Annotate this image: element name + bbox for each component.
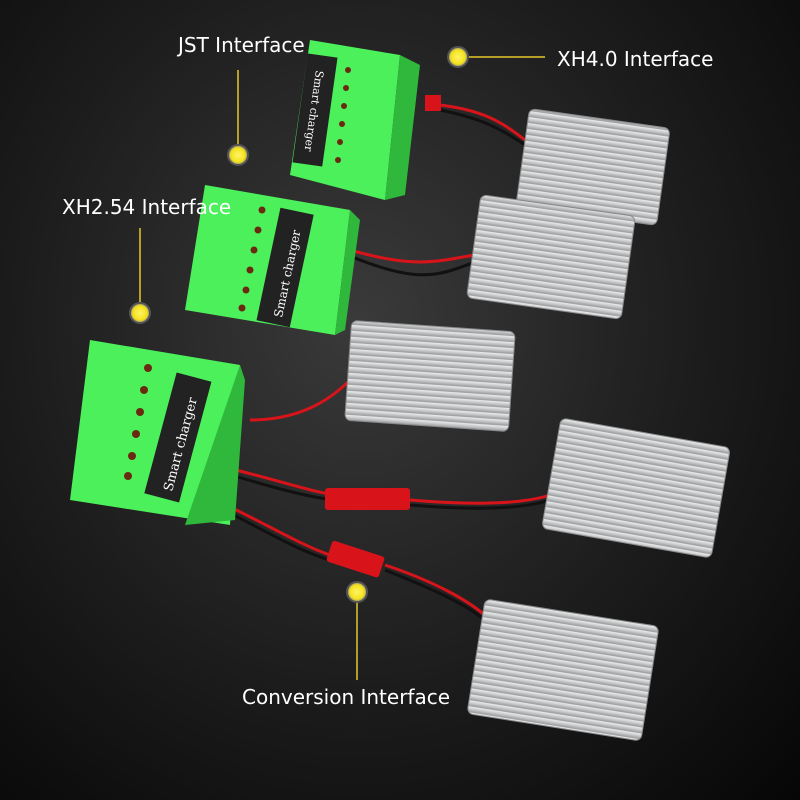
jst-connector-2 xyxy=(326,540,385,578)
xh40-interface-label: XH4.0 Interface xyxy=(557,47,714,71)
conversion-interface-label: Conversion Interface xyxy=(242,685,451,709)
callout-lines xyxy=(139,56,545,680)
battery-4 xyxy=(542,418,730,558)
callout-dots xyxy=(129,46,469,603)
jst-connector-1 xyxy=(325,488,410,510)
charger-2: Smart charger xyxy=(185,185,360,335)
batteries xyxy=(344,108,730,741)
xh254-interface-label: XH2.54 Interface xyxy=(62,195,232,219)
charger-3: Smart charger xyxy=(70,340,245,525)
charger-leds xyxy=(124,67,351,480)
jst-interface-label: JST Interface xyxy=(178,33,305,57)
battery-2 xyxy=(466,194,636,320)
battery-3 xyxy=(344,320,516,432)
xh40-plug xyxy=(425,95,441,111)
battery-5 xyxy=(467,599,659,741)
charger-1: Smart charger xyxy=(290,40,420,200)
